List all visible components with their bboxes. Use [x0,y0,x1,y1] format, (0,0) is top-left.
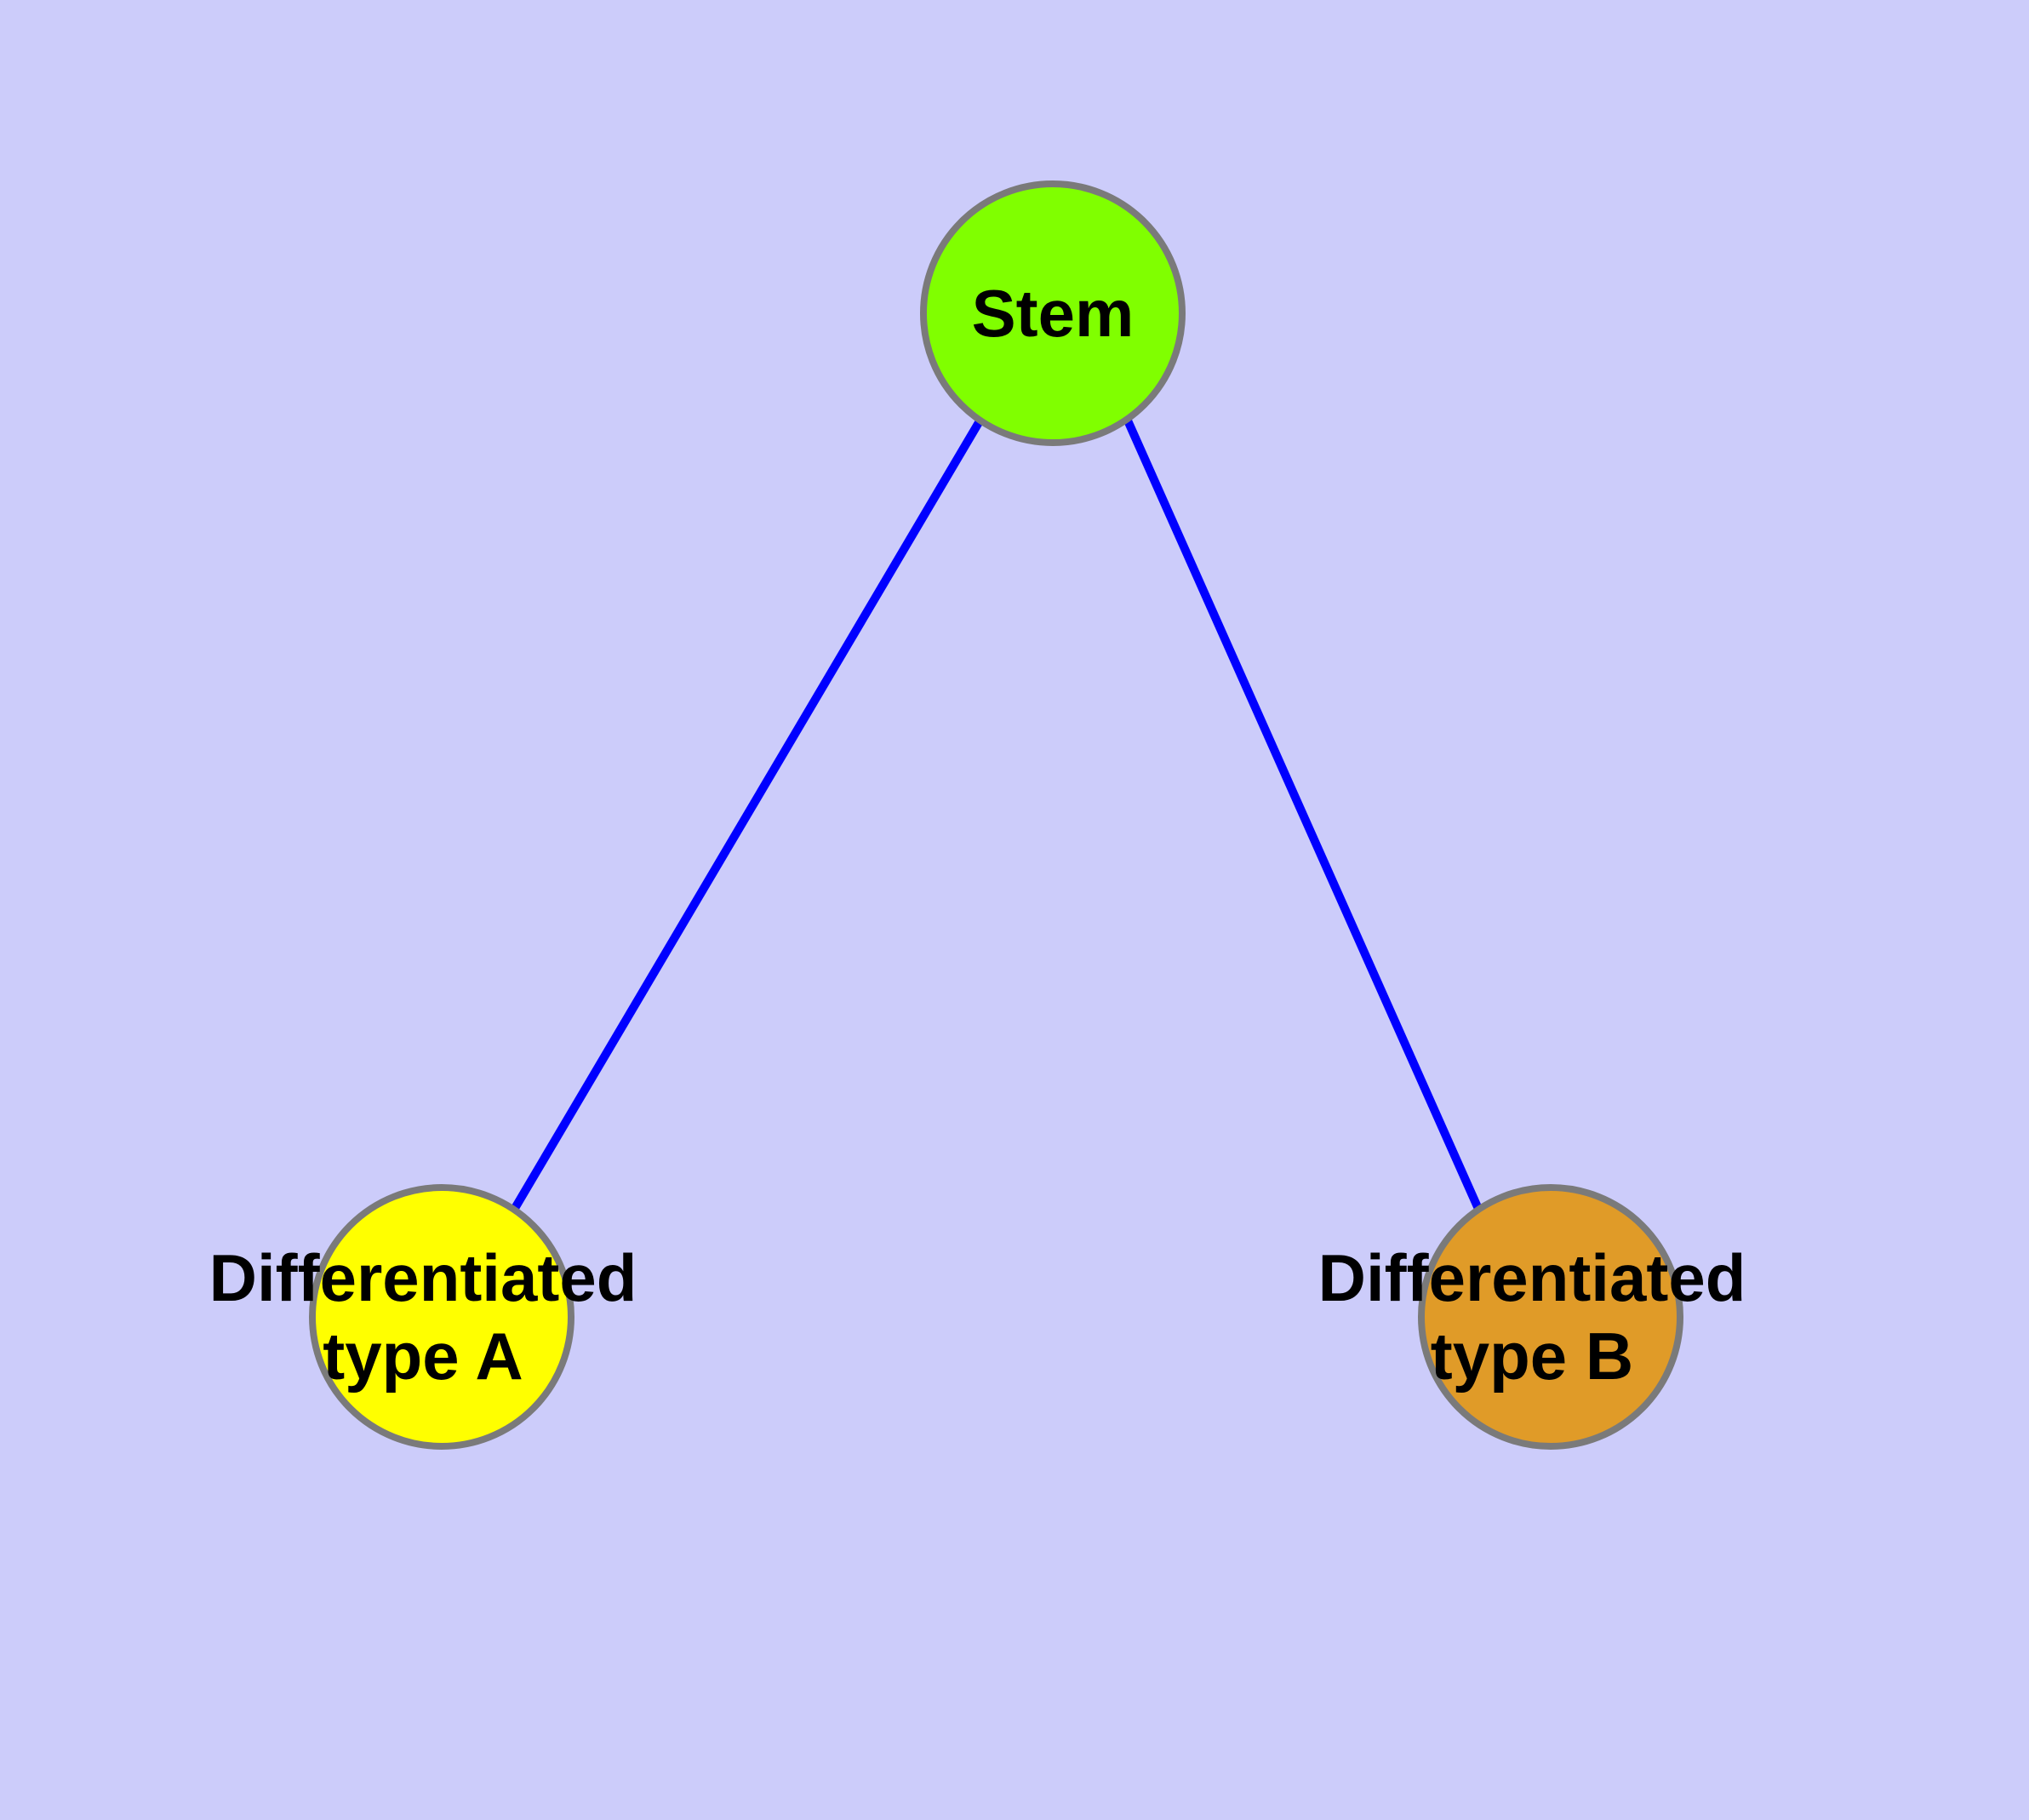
graph-edge-stem-to-diff-type-b[interactable] [1123,418,1483,1211]
label-line: type A [323,1319,523,1394]
edges-layer [510,417,1483,1212]
nodes-layer [309,180,1683,1450]
graph-node-diff-type-b[interactable] [1418,1184,1683,1450]
graph-node-diff-type-a[interactable] [309,1184,574,1450]
graph-edge-stem-to-diff-type-a[interactable] [510,417,985,1212]
graph-node-label-stem: Stem [972,276,1135,351]
label-line: type B [1431,1319,1633,1394]
label-line: Stem [972,276,1135,351]
label-line: Differentiated [1318,1240,1746,1315]
label-line: Differentiated [209,1240,637,1315]
graph-node-stem[interactable] [920,180,1186,446]
